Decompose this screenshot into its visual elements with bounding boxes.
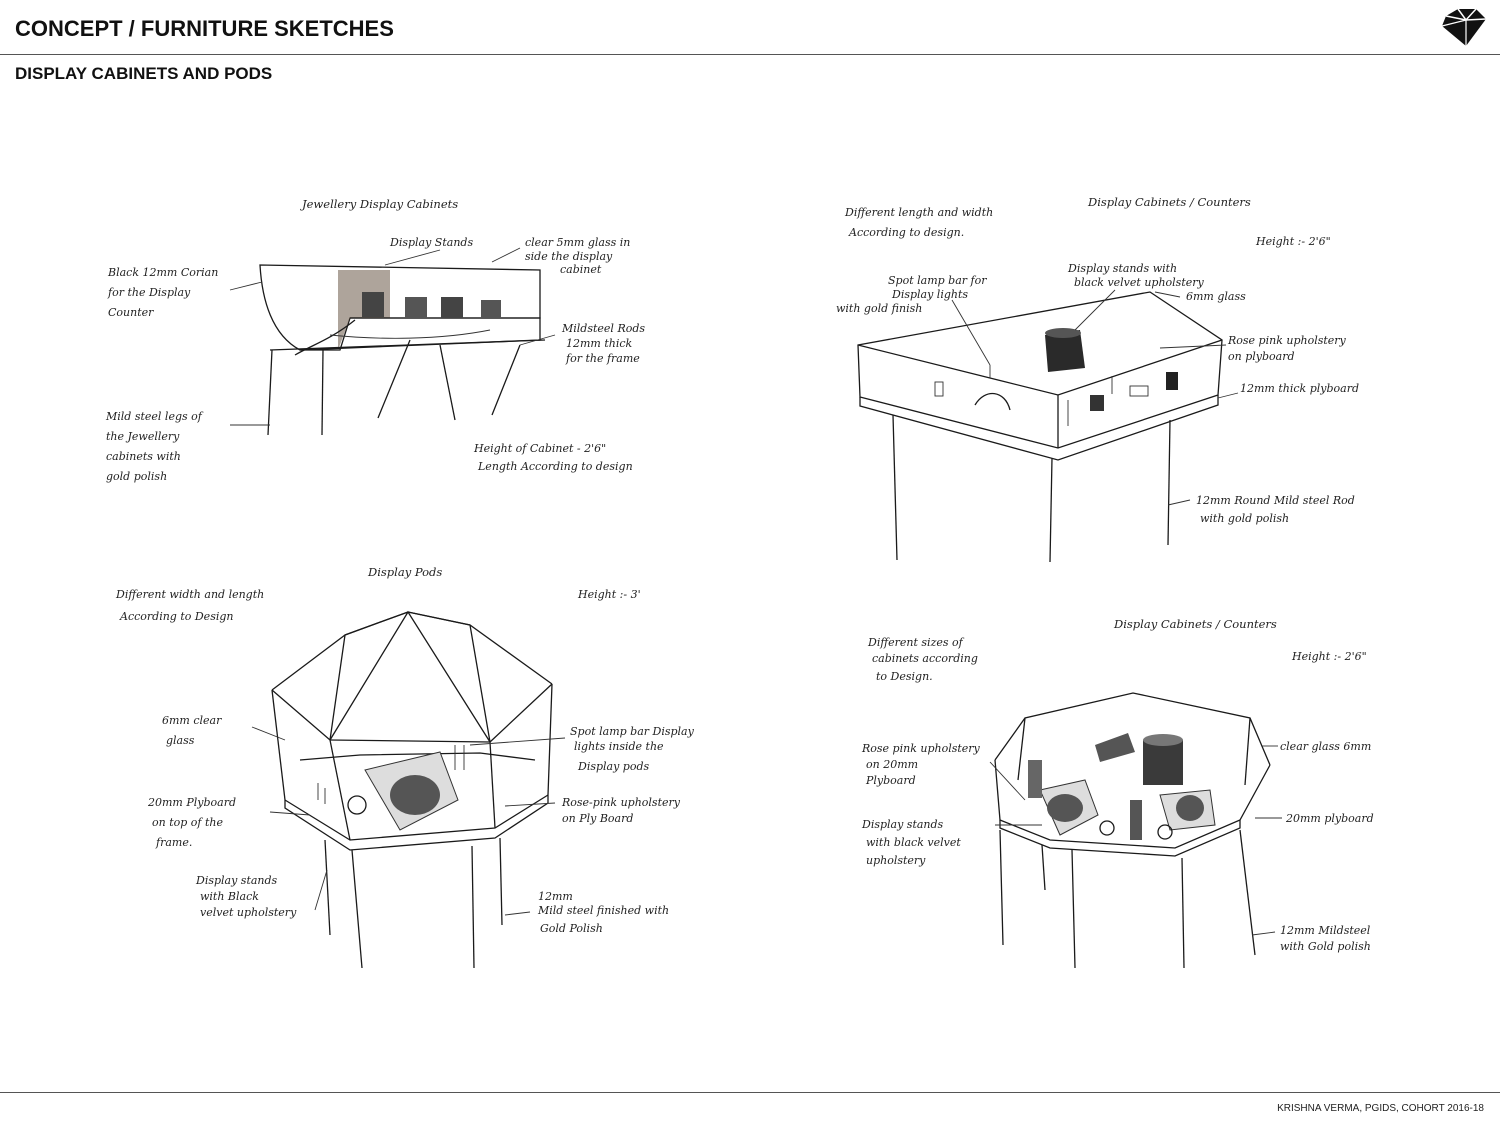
sketch-display-pod: Display Pods Different width and length — [115, 565, 695, 969]
sketch1-label-legs-1: Mild steel legs of — [105, 410, 204, 423]
sketch4-label-stands-2: with black velvet — [866, 836, 961, 849]
sketch4-label-size-1: Different sizes of — [867, 636, 965, 649]
sketch2-label-rod-1: 12mm Round Mild steel Rod — [1196, 494, 1355, 507]
sketch3-label-size-1: Different width and length — [115, 588, 264, 601]
sketch1-label-stands: Display Stands — [389, 236, 473, 249]
sketch3-label-height: Height :- 3' — [577, 588, 641, 601]
sketch1-label-legs-3: cabinets with — [106, 450, 181, 463]
sketch4-label-upholstery-3: Plyboard — [865, 774, 916, 787]
sketch3-label-glass-1: 6mm clear — [162, 714, 222, 727]
sketch-octagon-counter: Display Cabinets / Counters Different si… — [861, 617, 1374, 969]
sketch3-label-steel-2: Mild steel finished with — [537, 904, 669, 917]
sketch3-label-upholstery-1: Rose-pink upholstery — [561, 796, 681, 809]
sketch4-label-upholstery-2: on 20mm — [866, 758, 918, 771]
sketch1-label-height-1: Height of Cabinet - 2'6" — [473, 442, 606, 455]
sketch2-label-spot-2: Display lights — [891, 288, 968, 301]
sketch1-label-glass-2: side the display — [525, 250, 613, 263]
sketch3-title: Display Pods — [367, 565, 442, 579]
sketch3-label-size-2: According to Design — [119, 610, 234, 623]
sketch2-label-upholstery-2: on plyboard — [1228, 350, 1295, 363]
sketch1-label-counter-2: for the Display — [107, 286, 191, 299]
sketch4-label-glass: clear glass 6mm — [1280, 740, 1371, 753]
sketch1-label-rods-1: Mildsteel Rods — [561, 322, 645, 335]
sketch3-label-ply-1: 20mm Plyboard — [147, 796, 236, 809]
page-subtitle: DISPLAY CABINETS AND PODS — [15, 64, 273, 83]
sketch2-label-glass: 6mm glass — [1186, 290, 1246, 303]
sketch1-label-rods-2: 12mm thick — [566, 337, 633, 350]
sketch4-label-upholstery-1: Rose pink upholstery — [861, 742, 981, 755]
sketch4-label-stands-1: Display stands — [861, 818, 944, 831]
sketch1-title: Jewellery Display Cabinets — [300, 197, 458, 211]
sketch3-label-spot-1: Spot lamp bar Display — [570, 725, 695, 738]
sketch3-label-spot-3: Display pods — [577, 760, 650, 773]
sketch1-label-glass-3: cabinet — [560, 263, 602, 276]
sketch1-label-legs-2: the Jewellery — [106, 430, 180, 443]
sketch3-label-stands-2: with Black — [200, 890, 259, 903]
sketch1-label-counter-3: Counter — [108, 306, 154, 319]
sketch2-label-ply: 12mm thick plyboard — [1240, 382, 1359, 395]
sketch2-label-spot-3: with gold finish — [836, 302, 922, 315]
sketch4-label-ply: 20mm plyboard — [1285, 812, 1374, 825]
sketch3-label-steel-3: Gold Polish — [540, 922, 603, 935]
sketch3-label-ply-2: on top of the — [152, 816, 223, 829]
sketch2-label-upholstery-1: Rose pink upholstery — [1227, 334, 1347, 347]
sketch1-label-rods-3: for the frame — [565, 352, 640, 365]
sketch2-label-spot-1: Spot lamp bar for — [888, 274, 987, 287]
sketch2-label-size-1: Different length and width — [844, 206, 993, 219]
header-divider — [0, 54, 1500, 55]
sketch-display-counter: Display Cabinets / Counters Different le… — [836, 195, 1359, 563]
diamond-logo-icon — [1441, 8, 1487, 46]
sketch4-label-stands-3: upholstery — [866, 854, 926, 867]
sketch2-label-size-2: According to design. — [848, 226, 964, 239]
footer-credit: KRISHNA VERMA, PGIDS, COHORT 2016-18 — [1277, 1103, 1484, 1114]
sketch1-label-counter-1: Black 12mm Corian — [107, 266, 218, 279]
sketch4-label-steel-1: 12mm Mildsteel — [1280, 924, 1371, 937]
sketch3-label-upholstery-2: on Ply Board — [562, 812, 633, 825]
sketch3-label-stands-1: Display stands — [195, 874, 278, 887]
sketch-jewellery-cabinet: Jewellery Display Cabinets Black 12mm Co… — [105, 197, 645, 483]
sketch4-label-height: Height :- 2'6" — [1291, 650, 1367, 663]
sketch4-label-size-3: to Design. — [876, 670, 933, 683]
sketch1-label-legs-4: gold polish — [106, 470, 167, 483]
sketch2-label-rod-2: with gold polish — [1200, 512, 1289, 525]
sketch2-label-stands-2: black velvet upholstery — [1074, 276, 1205, 289]
sketch1-label-height-2: Length According to design — [477, 460, 633, 473]
sketch3-label-stands-3: velvet upholstery — [200, 906, 297, 919]
sketch4-label-size-2: cabinets according — [872, 652, 978, 665]
footer-divider — [0, 1092, 1500, 1093]
sketch2-title: Display Cabinets / Counters — [1087, 195, 1251, 209]
sketch1-label-glass-1: clear 5mm glass in — [525, 236, 630, 249]
sketch4-label-steel-2: with Gold polish — [1280, 940, 1371, 953]
sketch3-label-steel-1: 12mm — [538, 890, 573, 903]
page-title: CONCEPT / FURNITURE SKETCHES — [15, 16, 394, 41]
sketch3-label-ply-3: frame. — [155, 836, 192, 849]
sketch4-title: Display Cabinets / Counters — [1113, 617, 1277, 631]
sketch2-label-stands-1: Display stands with — [1067, 262, 1177, 275]
sketch3-label-spot-2: lights inside the — [574, 740, 664, 753]
sketch3-label-glass-2: glass — [166, 734, 195, 747]
sketch2-label-height: Height :- 2'6" — [1255, 235, 1331, 248]
